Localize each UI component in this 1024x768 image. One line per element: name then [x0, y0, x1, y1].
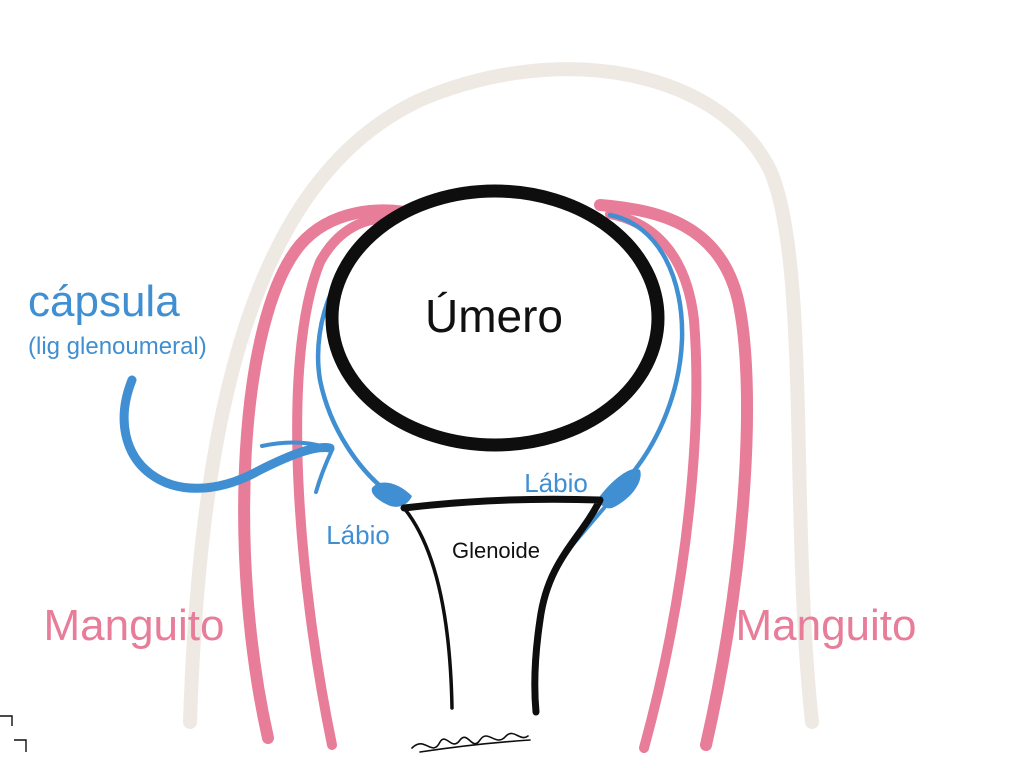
- labrum-left-shape: [371, 482, 412, 507]
- glenoid-outline: [400, 495, 604, 716]
- signature-scribble: [411, 732, 531, 753]
- rotator-cuff-right-inner: [605, 209, 702, 753]
- cuff-right-label: Manguito: [735, 601, 916, 650]
- capsule-subtitle-label: (lig glenoumeral): [28, 333, 207, 360]
- labrum-left-label: Lábio: [326, 520, 390, 550]
- curved-arrow-head-icon: [260, 440, 335, 494]
- capsule-title-label: cápsula: [28, 277, 180, 326]
- rotator-cuff-right-outer: [594, 199, 754, 751]
- curved-arrow-icon: [119, 375, 335, 493]
- glenoid-label: Glenoide: [452, 538, 540, 563]
- cuff-left-label: Manguito: [43, 601, 224, 650]
- humerus-label: Úmero: [425, 290, 563, 342]
- crop-mark-icon: [0, 715, 27, 752]
- shoulder-outline: [183, 62, 819, 729]
- glenoid-outline-left: [402, 506, 454, 710]
- labrum-right-shape: [599, 468, 641, 509]
- rotator-cuff-left-outer: [238, 204, 426, 744]
- labrum-right-label: Lábio: [524, 468, 588, 498]
- rotator-cuff-left-inner: [292, 213, 405, 750]
- humeral-head: [325, 184, 665, 452]
- capsule-right: [607, 212, 685, 479]
